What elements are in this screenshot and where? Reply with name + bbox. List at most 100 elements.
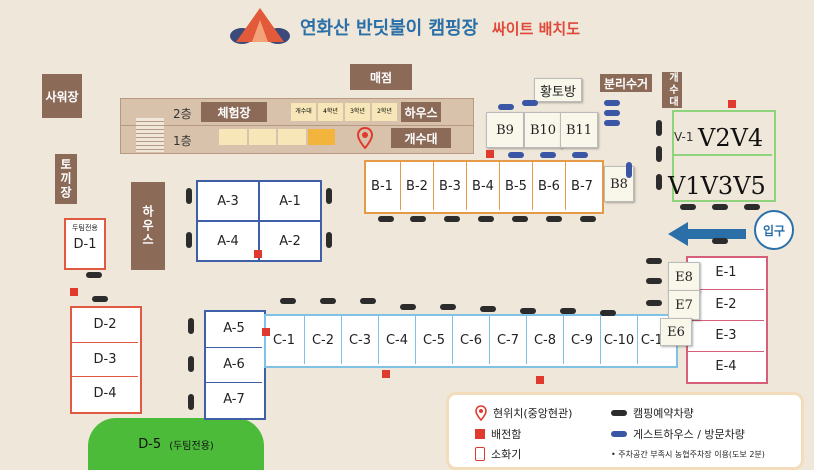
extinguisher-icon [475, 447, 485, 461]
car-icon [480, 306, 496, 312]
site-label: B-5 [505, 178, 527, 194]
site-b1[interactable]: B-1 [366, 162, 398, 210]
site-a7[interactable]: A-7 [206, 382, 262, 415]
site-b6[interactable]: B-6 [532, 162, 565, 210]
site-a5[interactable]: A-5 [206, 312, 262, 344]
power-box-marker [536, 376, 544, 384]
camping-tent-logo [230, 8, 290, 44]
site-label: D-2 [93, 316, 117, 332]
site-c7[interactable]: C-7 [489, 316, 526, 364]
room-block [219, 129, 247, 145]
site-b3[interactable]: B-3 [433, 162, 466, 210]
shower-building: 사워장 [42, 74, 82, 118]
power-box-marker [486, 150, 494, 158]
site-e4[interactable]: E-4 [688, 351, 764, 381]
car-icon [646, 300, 662, 306]
site-a2[interactable]: A-2 [258, 220, 322, 262]
site-e2[interactable]: E-2 [688, 289, 764, 319]
site-a3[interactable]: A-3 [196, 180, 260, 222]
legend-power-box: 배전함 [475, 426, 521, 442]
site-d3[interactable]: D-3 [72, 342, 138, 375]
legend-parking-note: • 주차공간 부족시 농협주차장 이용(도보 2분) [611, 449, 765, 460]
power-box-icon [475, 429, 485, 439]
site-d1[interactable]: 두팀전용 D-1 [64, 218, 106, 270]
entrance-badge[interactable]: 입구 [754, 210, 794, 250]
car-icon [656, 174, 662, 190]
site-b2[interactable]: B-2 [400, 162, 433, 210]
e6-note: E6 [660, 318, 692, 346]
site-c5[interactable]: C-5 [415, 316, 452, 364]
site-label: C-6 [459, 332, 483, 348]
v-bottom-note: V1V3V5 [668, 172, 766, 200]
site-e3[interactable]: E-3 [688, 320, 764, 350]
legend-current-label: 현위치(중앙현관) [493, 407, 573, 420]
e8-note: E8 [668, 262, 700, 292]
location-pin-icon [475, 405, 487, 421]
hwangto-note: 황토방 [534, 78, 582, 102]
site-d4[interactable]: D-4 [72, 376, 138, 409]
site-a4[interactable]: A-4 [196, 220, 260, 262]
car-icon [560, 308, 576, 314]
e7-label: E7 [675, 297, 693, 313]
legend-extinguisher-label: 소화기 [491, 448, 522, 461]
store-building: 매점 [350, 64, 412, 90]
room-tags-floor1 [219, 129, 335, 145]
v1-small-label: V-1 [674, 130, 694, 144]
site-c6[interactable]: C-6 [452, 316, 489, 364]
site-b4[interactable]: B-4 [466, 162, 499, 210]
car-icon [712, 204, 728, 210]
site-e1[interactable]: E-1 [688, 258, 764, 287]
room-tag: 2학년 [372, 103, 397, 121]
site-label: C-4 [385, 332, 409, 348]
car-icon [540, 152, 556, 158]
site-c9[interactable]: C-9 [563, 316, 600, 364]
site-c3[interactable]: C-3 [341, 316, 378, 364]
entrance-arrow-icon [668, 222, 746, 246]
b11-label: B11 [565, 122, 593, 138]
room-tag: 4학년 [318, 103, 343, 121]
site-c2[interactable]: C-2 [304, 316, 341, 364]
house-building-left: 하우스 [131, 182, 165, 270]
car-icon [600, 310, 616, 316]
site-a1[interactable]: A-1 [258, 180, 322, 222]
site-label: E-2 [715, 297, 737, 312]
site-label: A-1 [279, 193, 301, 209]
site-b7[interactable]: B-7 [565, 162, 598, 210]
water-station: 개수대 [391, 128, 451, 148]
site-d5[interactable]: D-5 (두팀전용) [88, 418, 264, 470]
site-c10[interactable]: C-10 [600, 316, 637, 364]
stairs [136, 118, 164, 152]
site-label: C-1 [272, 332, 296, 348]
site-c1[interactable]: C-1 [266, 316, 302, 364]
site-c4[interactable]: C-4 [378, 316, 415, 364]
experience-label: 체험장 [217, 105, 251, 120]
room-tag: 3학년 [345, 103, 370, 121]
power-box-marker [254, 250, 262, 258]
car-icon [520, 308, 536, 314]
power-box-marker [70, 288, 78, 296]
legend-guest-label: 게스트하우스 / 방문차량 [633, 428, 745, 441]
site-label: A-7 [223, 391, 245, 407]
house-room-label: 하우스 [404, 105, 438, 120]
car-icon [320, 298, 336, 304]
car-icon [280, 298, 296, 304]
site-a6[interactable]: A-6 [206, 347, 262, 380]
rabbit-label: 토끼장 [58, 158, 73, 200]
site-c8[interactable]: C-8 [526, 316, 563, 364]
e8-label: E8 [675, 269, 693, 285]
site-label: A-4 [217, 233, 239, 249]
location-pin-icon [357, 127, 373, 149]
room-block [307, 129, 335, 145]
site-b5[interactable]: B-5 [499, 162, 532, 210]
main-building: 2층 1층 체험장 개수대 4학년 3학년 2학년 하우스 개수대 [120, 98, 474, 154]
legend-extinguisher: 소화기 [475, 446, 521, 462]
v-area-top [672, 110, 772, 156]
power-box-marker [382, 370, 390, 378]
legend-reserved-cars: 캠핑예약차량 [611, 405, 694, 421]
site-label: E-4 [715, 359, 737, 374]
floor1-label: 1층 [173, 134, 192, 148]
car-icon [611, 410, 627, 416]
legend-panel: 현위치(중앙현관) 배전함 소화기 캠핑예약차량 게스트하우스 / 방문차량 •… [446, 392, 804, 470]
site-d2[interactable]: D-2 [72, 308, 138, 340]
car-icon [572, 152, 588, 158]
